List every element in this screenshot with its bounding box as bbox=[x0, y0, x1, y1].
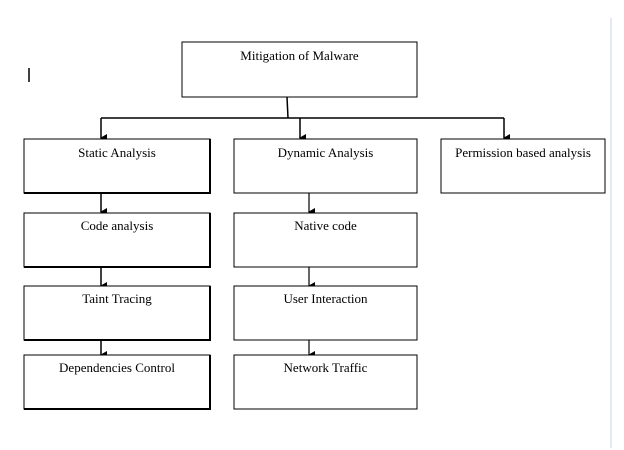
node-root: Mitigation of Malware bbox=[181, 41, 418, 98]
node-dynamic-analysis: Dynamic Analysis bbox=[233, 138, 418, 194]
node-permission-analysis: Permission based analysis bbox=[440, 138, 606, 194]
node-static-analysis: Static Analysis bbox=[23, 138, 211, 194]
node-code-analysis-label: Code analysis bbox=[81, 218, 154, 233]
root-stem bbox=[286, 96, 289, 119]
node-root-label: Mitigation of Malware bbox=[240, 48, 359, 63]
node-network-traffic-label: Network Traffic bbox=[284, 360, 368, 375]
node-permission-analysis-label: Permission based analysis bbox=[455, 145, 591, 160]
node-static-analysis-label: Static Analysis bbox=[78, 145, 156, 160]
node-user-interaction-label: User Interaction bbox=[283, 291, 368, 306]
node-native-code-label: Native code bbox=[294, 218, 357, 233]
node-user-interaction: User Interaction bbox=[233, 285, 418, 341]
node-code-analysis: Code analysis bbox=[23, 212, 211, 268]
node-dynamic-analysis-label: Dynamic Analysis bbox=[278, 145, 374, 160]
node-native-code: Native code bbox=[233, 212, 418, 268]
root-connectors bbox=[100, 96, 510, 142]
node-dependencies-control: Dependencies Control bbox=[23, 354, 211, 410]
node-taint-tracing: Taint Tracing bbox=[23, 285, 211, 341]
node-dependencies-control-label: Dependencies Control bbox=[59, 360, 175, 375]
node-network-traffic: Network Traffic bbox=[233, 354, 418, 410]
node-taint-tracing-label: Taint Tracing bbox=[82, 291, 152, 306]
